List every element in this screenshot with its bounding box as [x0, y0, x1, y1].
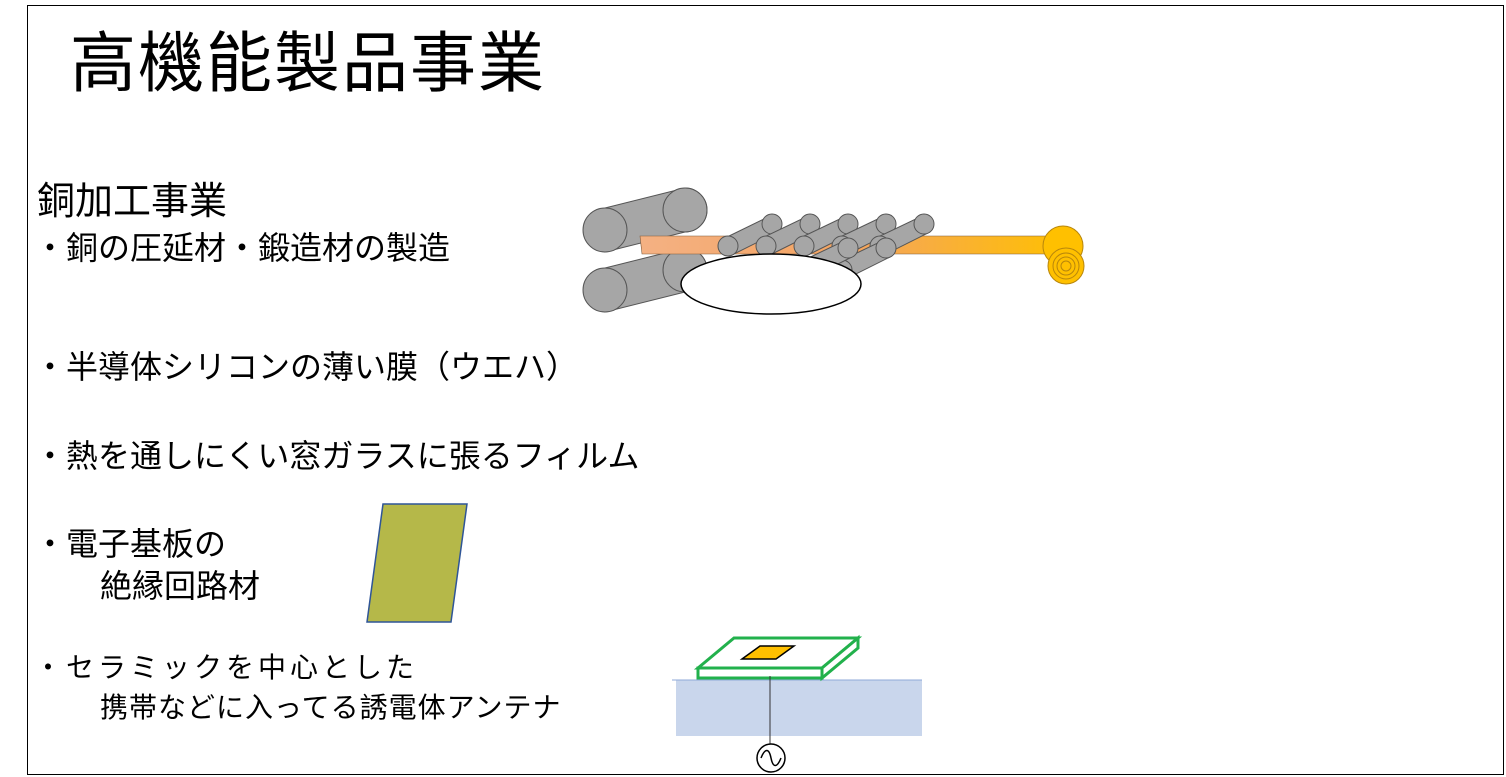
item-ceramic-line1: ・セラミックを中心とした — [34, 651, 419, 684]
ground-plane — [676, 680, 922, 736]
item-film: ・熱を通しにくい窓ガラスに張るフィルム — [34, 437, 640, 475]
item-wafer: ・半導体シリコンの薄い膜（ウエハ） — [34, 348, 579, 386]
rolling-mill-illustration — [582, 187, 1085, 315]
antenna-patch — [739, 645, 797, 660]
blank-ellipse — [680, 253, 862, 315]
item-ceramic-line2: 携帯などに入ってる誘電体アンテナ — [100, 691, 562, 724]
item-rolling: ・銅の圧延材・鍛造材の製造 — [34, 229, 451, 267]
antenna-substrate — [693, 634, 863, 682]
section-heading: 銅加工事業 — [37, 179, 228, 223]
large-roller-top — [582, 187, 708, 253]
item-board-line1: ・電子基板の — [34, 525, 227, 563]
page-title: 高機能製品事業 — [70, 25, 546, 102]
circuit-board-parallelogram — [366, 503, 468, 623]
foil-coil — [1042, 225, 1085, 285]
small-roller — [793, 213, 859, 257]
small-roller — [717, 213, 783, 257]
patch-antenna-illustration — [672, 634, 922, 773]
slide-frame — [27, 5, 1504, 775]
ac-source-icon — [756, 743, 786, 773]
item-board-line2: 絶縁回路材 — [100, 567, 261, 605]
